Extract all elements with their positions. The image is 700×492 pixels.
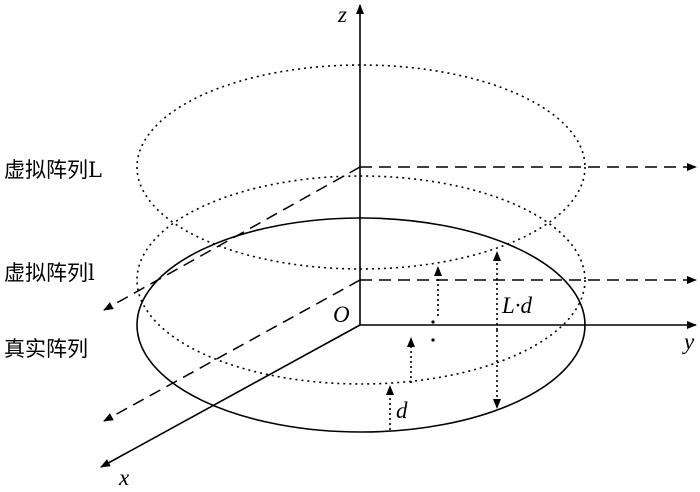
virtual-L-x-axis — [103, 166, 361, 311]
d-label: d — [396, 398, 408, 423]
virtual-array-L-ellipse — [136, 64, 586, 270]
real-array-label: 真实阵列 — [4, 337, 88, 361]
x-axis — [100, 324, 361, 468]
ellipsis-dot — [431, 320, 435, 324]
virtual-array-l-ellipse — [136, 175, 586, 385]
virtual-array-L-label: 虚拟阵列L — [4, 158, 102, 182]
ellipsis-dot — [431, 338, 435, 342]
virtual-array-l-label: 虚拟阵列l — [4, 261, 95, 285]
origin-label: O — [333, 302, 350, 327]
x-axis-label: x — [118, 465, 130, 490]
virtual-l-x-axis — [103, 279, 361, 422]
z-axis-label: z — [337, 2, 347, 27]
y-axis-label: y — [682, 329, 695, 354]
Ld-label: L·d — [501, 293, 533, 318]
